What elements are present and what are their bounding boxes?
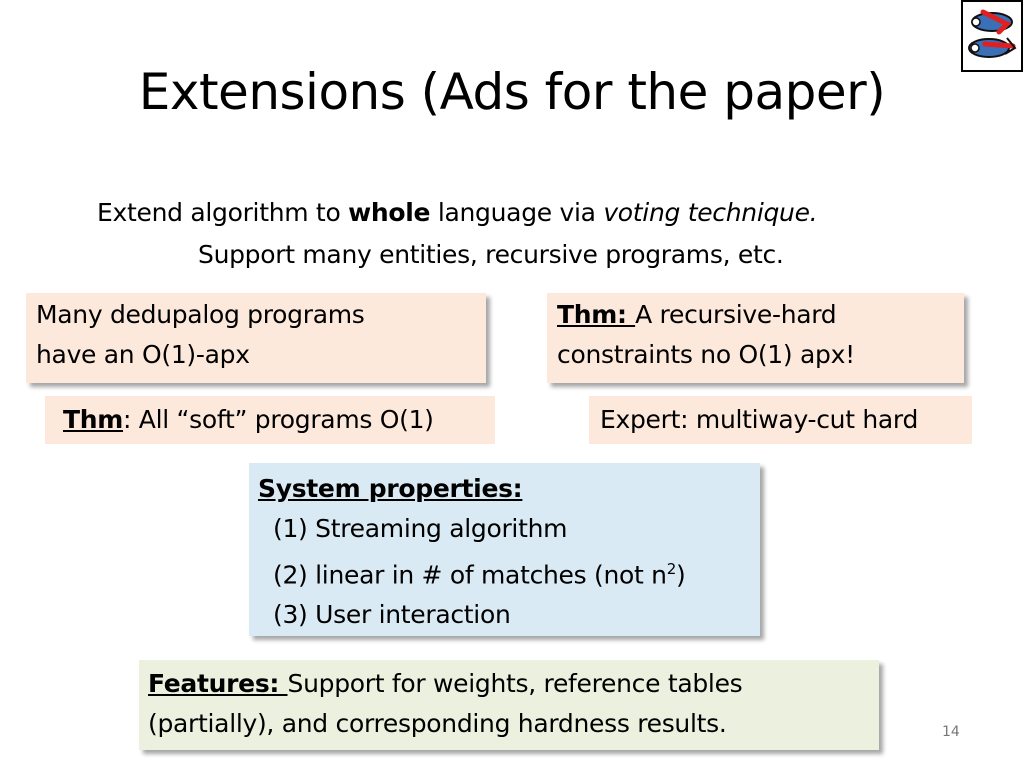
system-properties-box: System properties: (1) Streaming algorit…	[249, 463, 760, 636]
dedupalog-line-1: Many dedupalog programs	[36, 300, 365, 329]
features-line-2: (partially), and corresponding hardness …	[148, 709, 727, 738]
system-item-1: (1) Streaming algorithm	[273, 514, 568, 543]
expert-box: Expert: multiway-cut hard	[589, 396, 972, 444]
recursive-hard-box: Thm: A recursive-hard constraints no O(1…	[547, 293, 964, 383]
intro-line-2: Support many entities, recursive program…	[198, 240, 784, 269]
intro-mid: language via	[430, 198, 604, 227]
system-item-2-sup: 2	[666, 560, 677, 578]
expert-text: Expert: multiway-cut hard	[600, 405, 919, 434]
puzzle-logo-icon	[963, 2, 1021, 70]
intro-line-1: Extend algorithm to whole language via v…	[97, 198, 818, 228]
dedupalog-line-2: have an O(1)-apx	[36, 340, 250, 369]
intro-italic: voting technique.	[603, 198, 818, 227]
features-label: Features:	[148, 669, 288, 698]
soft-programs-box: Thm: All “soft” programs O(1)	[45, 396, 495, 444]
features-line-1: Support for weights, reference tables	[287, 669, 743, 698]
dedupalog-box: Many dedupalog programs have an O(1)-apx	[26, 293, 486, 383]
logo-icon	[961, 0, 1023, 72]
page-number: 14	[942, 724, 960, 740]
soft-thm-text: : All “soft” programs O(1)	[123, 405, 434, 434]
recursive-line-2: constraints no O(1) apx!	[557, 340, 855, 369]
features-box: Features: Support for weights, reference…	[139, 660, 879, 750]
recursive-thm-label: Thm:	[557, 300, 636, 329]
slide-title: Extensions (Ads for the paper)	[138, 63, 886, 121]
intro-bold: whole	[348, 198, 431, 227]
system-heading: System properties:	[258, 474, 523, 503]
intro-pre: Extend algorithm to	[97, 198, 349, 227]
system-item-3: (3) User interaction	[273, 600, 511, 630]
soft-thm-label: Thm	[63, 405, 124, 434]
system-item-2-text: (2) linear in # of matches (not n	[273, 560, 667, 590]
system-item-2-end: )	[675, 560, 686, 590]
system-item-2: (2) linear in # of matches (not n2)	[258, 549, 751, 595]
recursive-line-1: A recursive-hard	[635, 300, 837, 329]
